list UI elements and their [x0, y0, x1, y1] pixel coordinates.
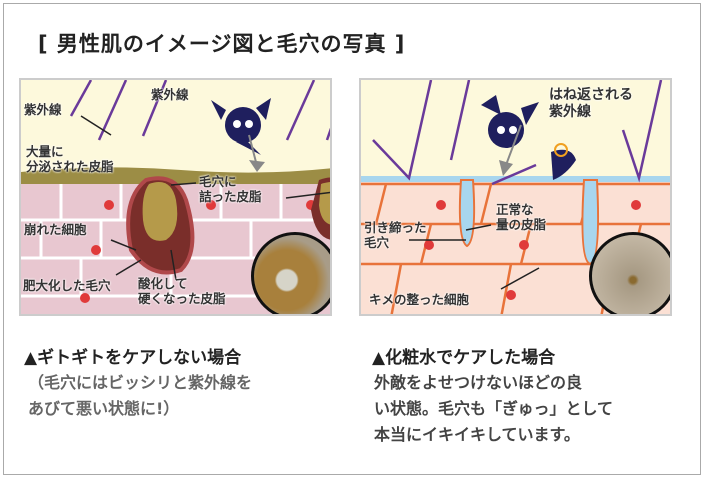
untreated-caption: ▲ギトギトをケアしない場合	[24, 348, 242, 368]
treated-pore-photo	[589, 232, 670, 314]
uv-label-2: 紫外線	[151, 87, 189, 102]
treated-skin-diagram: はね返される紫外線 引き締った毛穴 正常な量の皮脂 キメの整った細胞	[359, 78, 672, 316]
tight-pore-label: 引き締った毛穴	[364, 220, 427, 250]
untreated-skin-diagram: 紫外線 紫外線 大量に分泌された皮脂 毛穴に詰った皮脂 崩れた細胞 肥大化した毛…	[19, 78, 332, 316]
broken-cells-label: 崩れた細胞	[24, 222, 87, 237]
sebum-label: 大量に分泌された皮脂	[26, 144, 114, 174]
page-title: [ 男性肌のイメージ図と毛穴の写真 ]	[38, 32, 406, 56]
enlarged-pore-label: 肥大化した毛穴	[23, 278, 111, 293]
oxidized-sebum-label: 酸化して硬くなった皮脂	[138, 276, 226, 306]
treated-caption: ▲化粧水でケアした場合	[372, 348, 556, 368]
treated-description: 外敵をよせつけないほどの良い状態。毛穴も「ぎゅっ」として本当にイキイキしています…	[374, 373, 614, 444]
bounced-uv-label: はね返される紫外線	[549, 87, 633, 120]
untreated-description: （毛穴にはビッシリと紫外線をあびて悪い状態に!）	[28, 373, 253, 418]
untreated-pore-photo	[251, 232, 330, 314]
uv-label: 紫外線	[24, 102, 62, 117]
image-frame	[3, 3, 701, 475]
normal-sebum-label: 正常な量の皮脂	[496, 202, 547, 232]
clogged-sebum-label: 毛穴に詰った皮脂	[199, 174, 262, 204]
fine-cells-label: キメの整った細胞	[369, 292, 470, 307]
